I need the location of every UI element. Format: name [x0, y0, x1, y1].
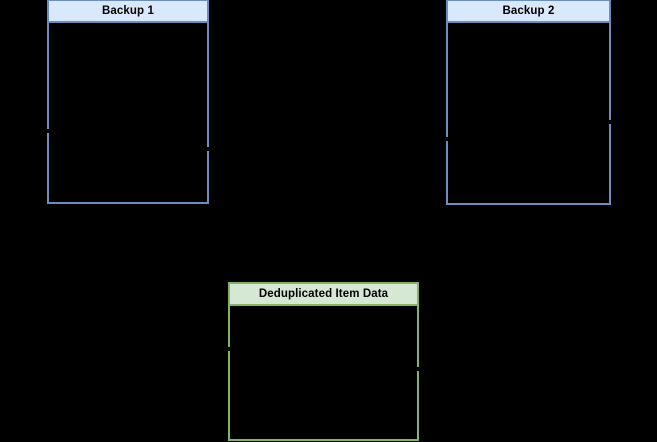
node-deduplicated-item-data-title: Deduplicated Item Data: [230, 284, 417, 306]
connector-point-dedup-right[interactable]: [415, 367, 419, 371]
node-backup-2-title: Backup 2: [448, 1, 609, 23]
connector-point-backup-1-left[interactable]: [45, 129, 49, 133]
node-backup-1-title: Backup 1: [49, 1, 207, 23]
connector-point-backup-2-left[interactable]: [444, 137, 448, 141]
node-backup-2-body: [448, 23, 609, 203]
node-backup-1-body: [49, 23, 207, 202]
node-backup-1[interactable]: Backup 1: [47, 0, 209, 204]
connector-point-backup-1-right[interactable]: [205, 147, 209, 151]
node-deduplicated-item-data[interactable]: Deduplicated Item Data: [228, 282, 419, 441]
connector-point-backup-2-right[interactable]: [607, 120, 611, 124]
node-deduplicated-item-data-body: [230, 306, 417, 439]
node-backup-2[interactable]: Backup 2: [446, 0, 611, 205]
connector-point-dedup-left[interactable]: [226, 347, 230, 351]
